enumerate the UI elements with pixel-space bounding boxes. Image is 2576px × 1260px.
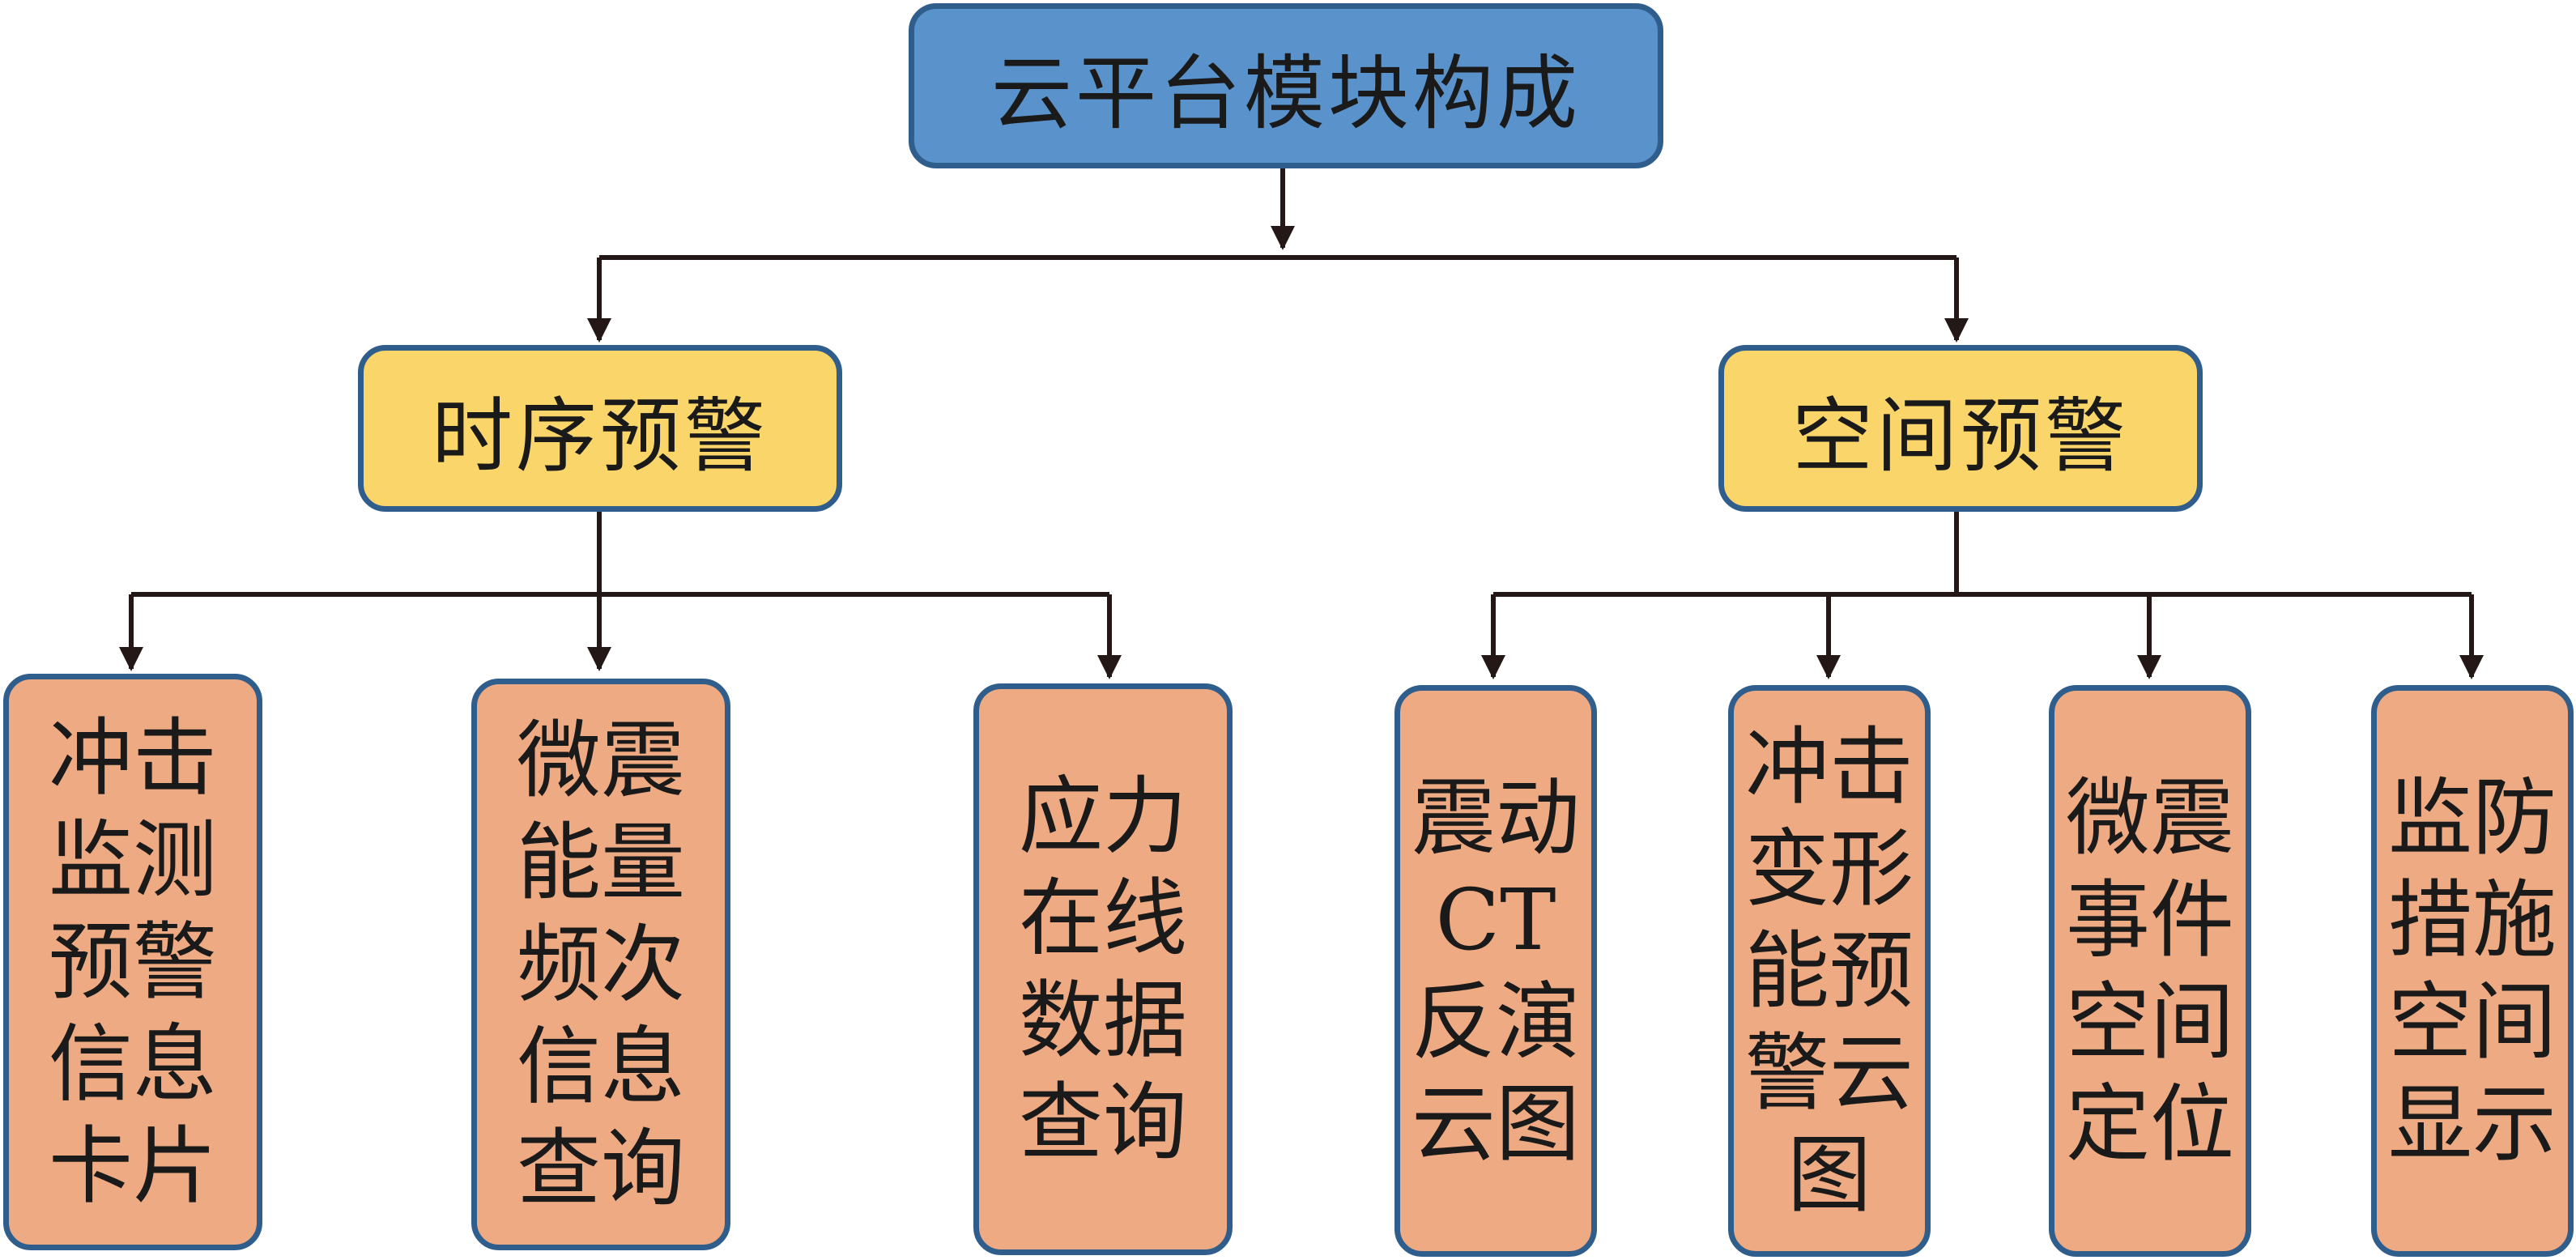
leaf-node: 微震能量频次信息查询 <box>471 679 730 1250</box>
leaf-label: 应力在线数据查询 <box>1018 767 1187 1172</box>
leaf-label: 监防措施空间显示 <box>2387 768 2557 1173</box>
leaf-node: 微震事件空间定位 <box>2049 685 2251 1257</box>
leaf-node: 震动CT反演云图 <box>1394 685 1597 1257</box>
leaf-node: 监防措施空间显示 <box>2371 685 2574 1257</box>
branch-node-temporal: 时序预警 <box>358 345 842 512</box>
leaf-label: 冲击监测预警信息卡片 <box>48 709 217 1215</box>
leaf-label: 微震事件空间定位 <box>2065 768 2234 1173</box>
leaf-node: 冲击变形能预警云图 <box>1728 685 1931 1257</box>
branch-label: 空间预警 <box>1792 388 2129 483</box>
root-node: 云平台模块构成 <box>909 3 1663 168</box>
branch-label: 时序预警 <box>432 388 769 483</box>
leaf-node: 冲击监测预警信息卡片 <box>3 674 262 1250</box>
root-label: 云平台模块构成 <box>991 45 1581 141</box>
branch-node-spatial: 空间预警 <box>1718 345 2203 512</box>
leaf-label: 震动CT反演云图 <box>1411 768 1580 1173</box>
leaf-label: 微震能量频次信息查询 <box>516 711 685 1218</box>
leaf-label: 冲击变形能预警云图 <box>1744 717 1914 1224</box>
leaf-node: 应力在线数据查询 <box>973 683 1233 1255</box>
